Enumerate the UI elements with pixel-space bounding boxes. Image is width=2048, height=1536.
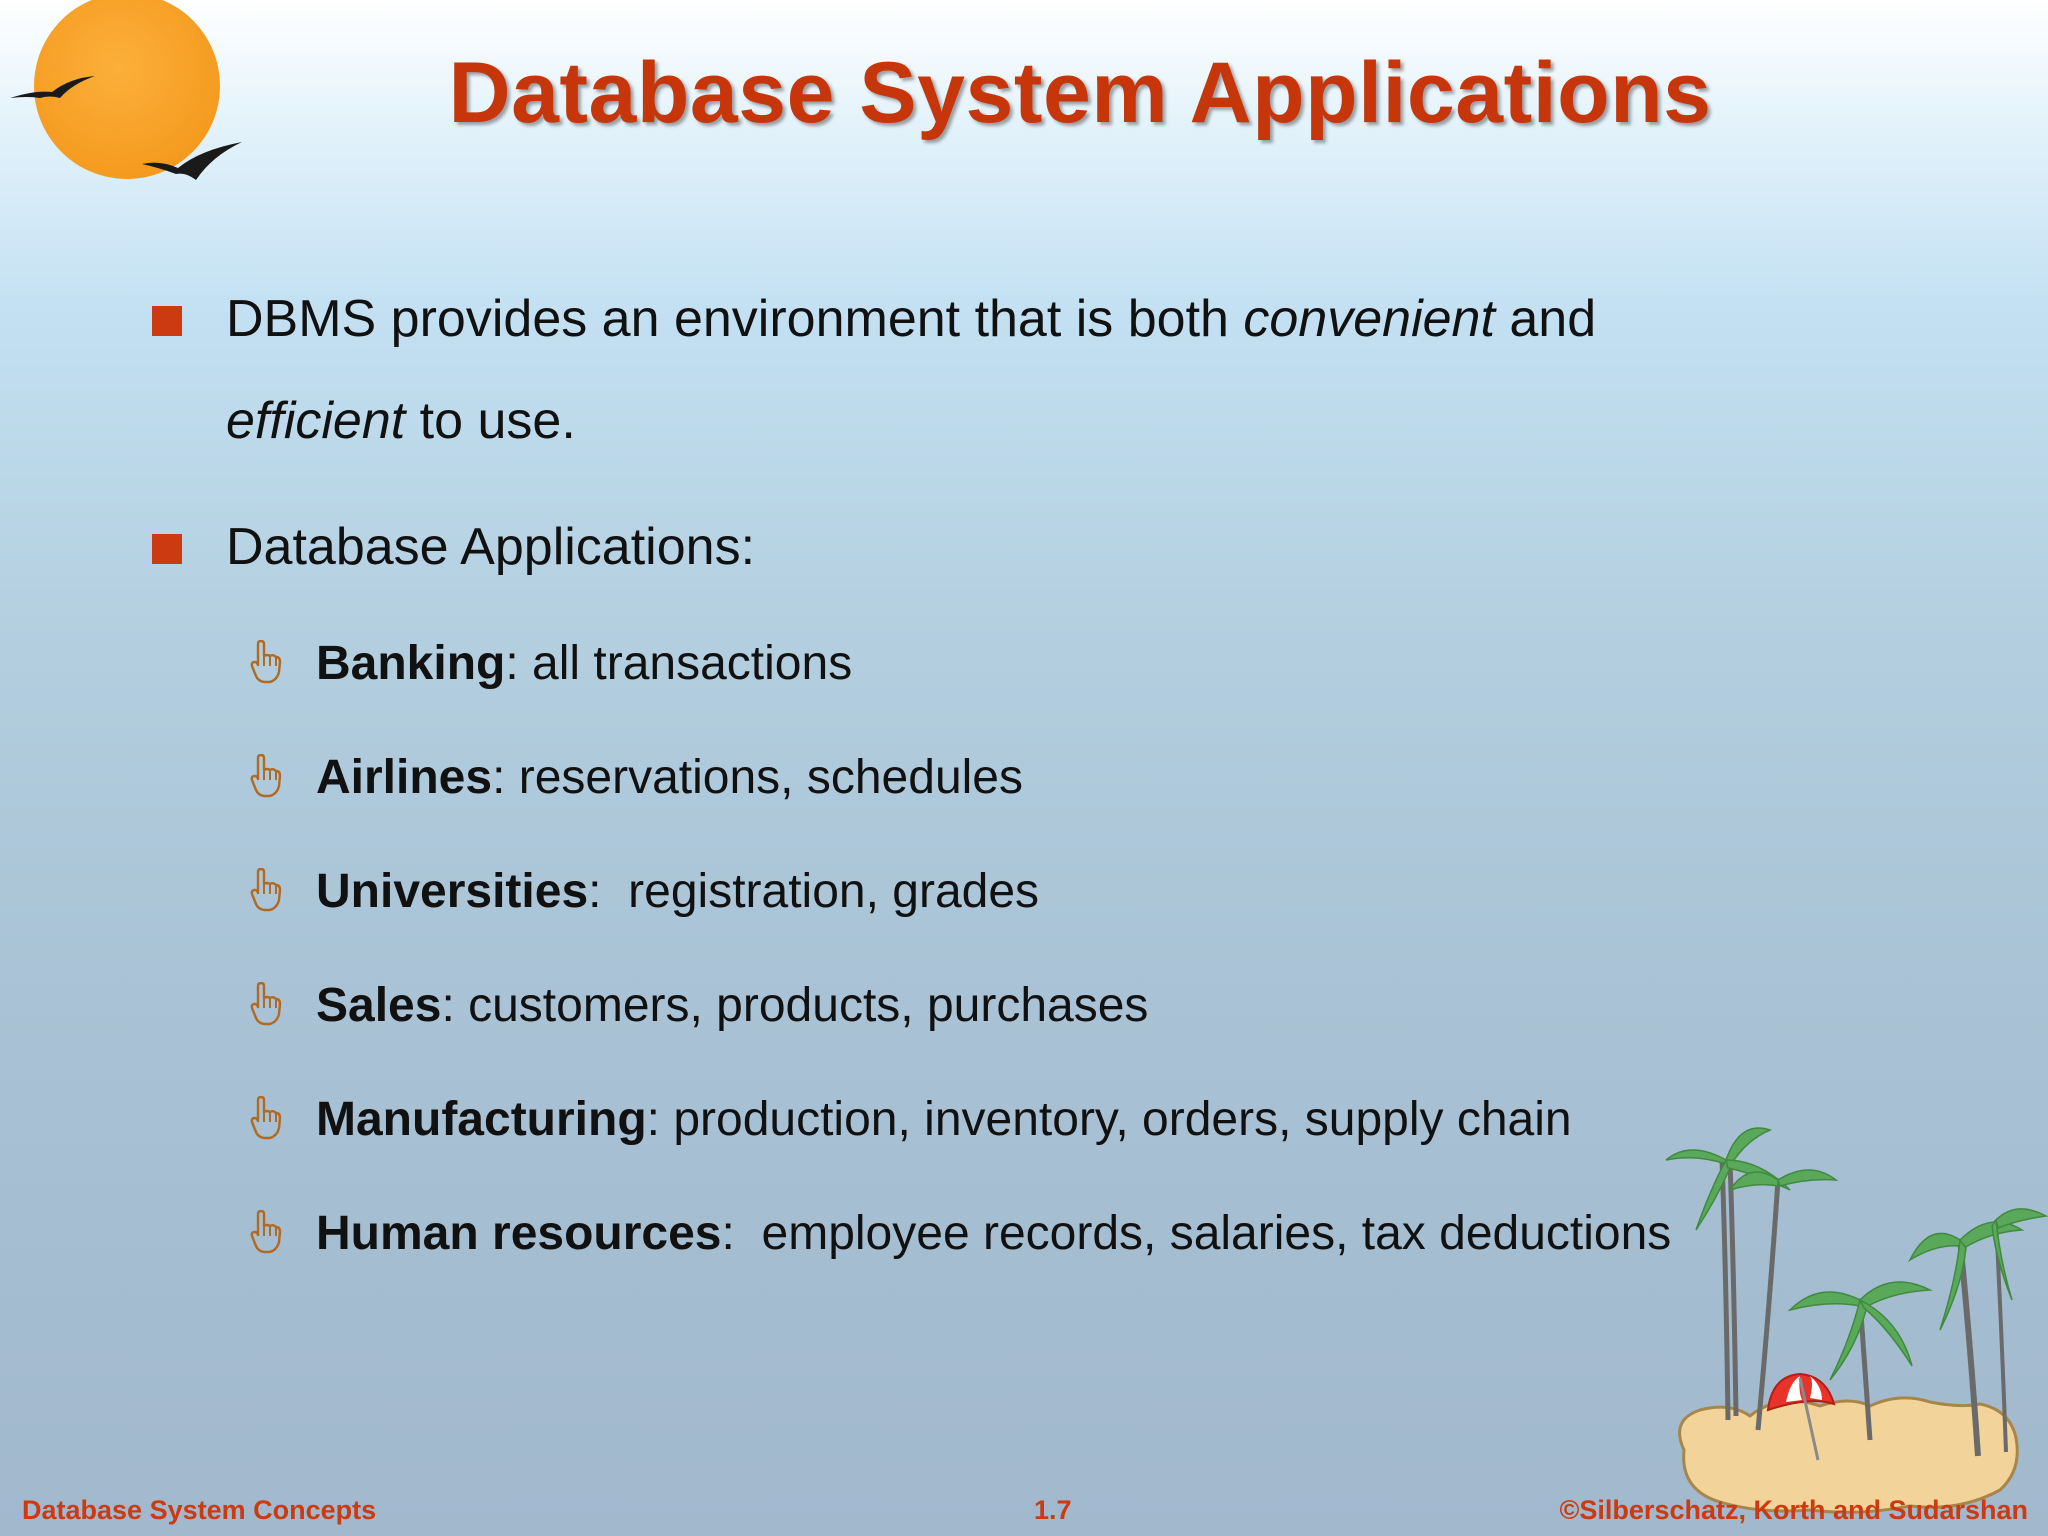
sub-item-desc: : employee records, salaries, tax deduct… [721,1207,1672,1260]
sub-item-desc: : all transactions [505,637,853,690]
bullet-text-part: DBMS provides an environment that is bot… [226,290,1244,348]
sub-item-text: Banking: all transactions [316,624,852,704]
sub-item-desc: : production, inventory, orders, supply … [646,1093,1572,1146]
pointing-hand-icon [250,640,282,684]
sub-item-text: Manufacturing: production, inventory, or… [316,1080,1572,1160]
bullet-text-part: to use. [405,392,576,450]
bullet-text-part: and [1494,290,1597,348]
sub-item-term: Manufacturing [316,1093,647,1146]
square-bullet-icon [152,534,182,564]
pointing-hand-icon [250,754,282,798]
slide-title: Database System Applications [448,45,1712,141]
sub-item-term: Sales [316,979,442,1032]
square-bullet-icon [152,306,182,336]
palm-island-with-umbrella-icon [1665,1127,2048,1514]
footer-copyright: ©Silberschatz, Korth and Sudarshan [1559,1495,2028,1525]
sub-item-term: Banking [316,637,506,690]
sub-item-text: Sales: customers, products, purchases [316,966,1148,1046]
bullet-item-database-applications: Database Applications: [152,496,1852,598]
sub-item-desc: : customers, products, purchases [441,979,1149,1032]
footer-course-title: Database System Concepts [22,1495,377,1525]
bullet-item-dbms: DBMS provides an environment that is bot… [152,268,1852,472]
sub-item-text: Human resources: employee records, salar… [316,1194,1671,1274]
sub-item-text: Universities: registration, grades [316,852,1039,932]
footer-slide-number: 1.7 [1034,1495,1072,1525]
bullet-text-dbms: DBMS provides an environment that is bot… [226,268,1786,472]
sub-item-term: Airlines [316,751,493,804]
pointing-hand-icon [250,868,282,912]
pointing-hand-icon [250,1096,282,1140]
bullet-text-database-applications: Database Applications: [226,518,756,576]
sub-item-desc: : reservations, schedules [492,751,1023,804]
sub-item-term: Human resources [316,1207,722,1260]
sub-item-text: Airlines: reservations, schedules [316,738,1023,818]
sub-item-term: Universities [316,865,589,918]
sub-item-desc: : registration, grades [588,865,1040,918]
pointing-hand-icon [250,982,282,1026]
sun-with-birds-icon [10,0,242,180]
emphasis-convenient: convenient [1243,290,1495,348]
pointing-hand-icon [250,1210,282,1254]
emphasis-efficient: efficient [226,392,406,450]
